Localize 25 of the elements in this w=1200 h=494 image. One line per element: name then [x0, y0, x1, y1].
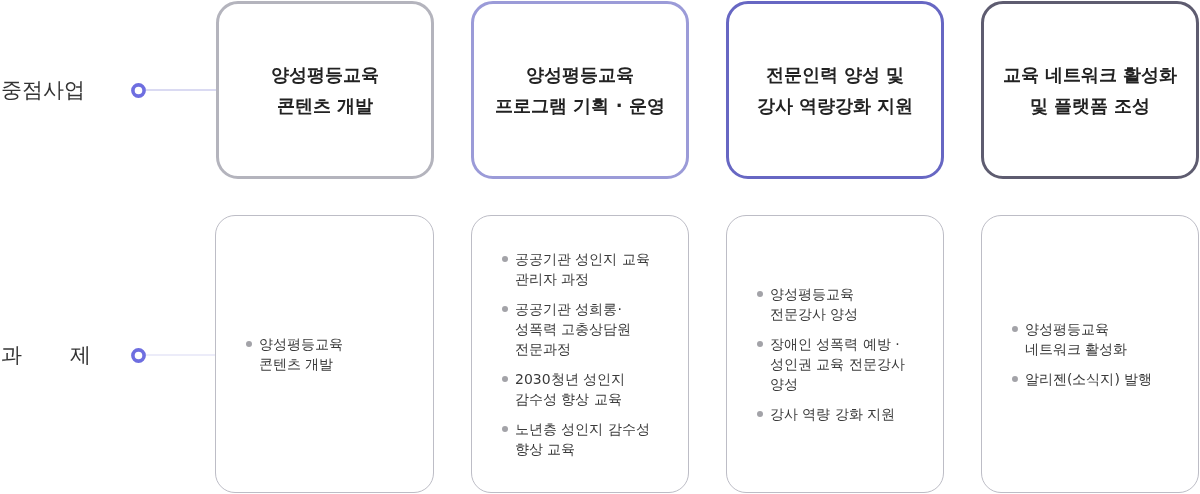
- row-label: 과 제: [1, 343, 91, 367]
- task-text: 알리젠(소식지) 발행: [1025, 370, 1154, 389]
- task-box: [471, 215, 689, 493]
- row-label: 중점사업: [1, 78, 85, 102]
- task-text: 강사 역량 강화 지원: [770, 405, 897, 424]
- connector-line: [145, 89, 217, 91]
- task-text: 노년층 성인지 감수성 향상 교육: [515, 420, 651, 459]
- task-text: 양성평등교육 콘텐츠 개발: [259, 335, 344, 374]
- task-text: 양성평등교육 전문강사 양성: [770, 285, 860, 324]
- task-text: 2030청년 성인지 감수성 향상 교육: [515, 370, 627, 409]
- task-text: 양성평등교육 네트워크 활성화: [1025, 320, 1129, 359]
- project-title: 양성평등교육 프로그램 기획 · 운영: [494, 63, 666, 118]
- project-box: [981, 1, 1199, 179]
- project-box: [471, 1, 689, 179]
- project-box: [216, 1, 434, 179]
- task-text: 공공기관 성인지 교육 관리자 과정: [515, 250, 651, 289]
- task-text: 장애인 성폭력 예방 · 성인권 교육 전문강사 양성: [770, 335, 906, 394]
- task-box: [981, 215, 1199, 493]
- project-box: [726, 1, 944, 179]
- project-title: 전문인력 양성 및 강사 역량강화 지원: [755, 63, 915, 118]
- task-box: [215, 215, 434, 493]
- project-title: 교육 네트워크 활성화 및 플랫폼 조성: [1001, 63, 1179, 118]
- task-box: [726, 215, 944, 493]
- project-title: 양성평등교육 콘텐츠 개발: [270, 63, 380, 118]
- task-text: 공공기관 성희롱· 성폭력 고충상담원 전문과정: [515, 300, 633, 359]
